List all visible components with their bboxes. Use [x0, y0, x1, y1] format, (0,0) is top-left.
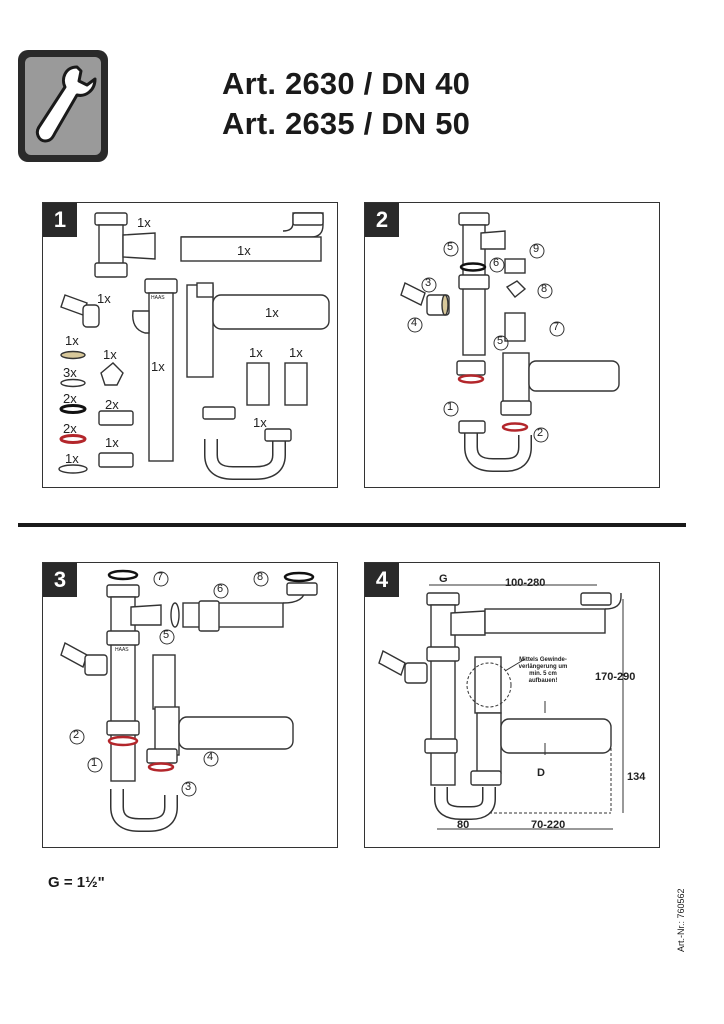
brand-mark: HAAS	[115, 647, 129, 653]
step-4-panel: 4	[364, 562, 660, 848]
logo-badge	[18, 50, 108, 162]
callout-4: 4	[411, 317, 418, 329]
dimension-g: G	[439, 573, 448, 585]
qty-long-pipe: 1x	[237, 243, 251, 258]
callout-7: 7	[157, 571, 164, 583]
qty-sleeve-a: 1x	[249, 345, 263, 360]
step-4-dimension-drawing	[378, 584, 624, 830]
qty-o-ring-black: 2x	[63, 391, 77, 406]
qty-o-ring-nuts: 2x	[105, 397, 119, 412]
step-2-panel: 2 5	[364, 202, 660, 488]
callout-2: 2	[537, 427, 544, 439]
callout-7: 7	[553, 321, 560, 333]
qty-valve: 1x	[103, 347, 117, 362]
note-line-2: verlängerung um	[518, 664, 568, 670]
qty-flat-washer: 1x	[65, 333, 79, 348]
qty-washer-3x: 3x	[63, 365, 77, 380]
dimension-height-range: 170-290	[595, 671, 636, 683]
section-divider	[18, 523, 686, 527]
qty-trap: 1x	[253, 415, 267, 430]
callout-9: 9	[533, 243, 540, 255]
brand-mark: HAAS	[151, 295, 165, 301]
article-number: Art.-Nr.: 760562	[676, 888, 686, 952]
extension-note: Mittels Gewinde- verlängerung um min. 5 …	[515, 657, 571, 685]
callout-1: 1	[447, 401, 454, 413]
qty-rubber-ring: 1x	[65, 451, 79, 466]
callout-6: 6	[217, 583, 224, 595]
qty-sleeve-b: 1x	[289, 345, 303, 360]
dimension-d: D	[537, 767, 545, 779]
qty-tee-pipe: 1x	[265, 305, 279, 320]
qty-hose-adapter: 1x	[97, 291, 111, 306]
dimension-bottom-span: 70-220	[531, 819, 566, 831]
title-line-2: Art. 2635 / DN 50	[222, 106, 471, 141]
thread-size-formula: G = 1½"	[48, 874, 105, 891]
callout-5-bottom: 5	[497, 335, 504, 347]
step-1-panel: 1	[42, 202, 338, 488]
callout-3: 3	[185, 781, 192, 793]
step-number-badge: 4	[365, 563, 399, 597]
dimension-left-span: 80	[457, 819, 470, 831]
step-1-parts-drawing	[58, 212, 330, 480]
title-line-1: Art. 2630 / DN 40	[222, 66, 471, 101]
note-line-1: Mittels Gewinde-	[519, 657, 567, 663]
step-3-assembly-drawing	[60, 569, 318, 832]
dimension-height-low: 134	[627, 771, 646, 783]
callout-8: 8	[541, 283, 548, 295]
qty-tube: 1x	[151, 359, 165, 374]
step-number-badge: 3	[43, 563, 77, 597]
callout-2: 2	[73, 729, 80, 741]
step-2-assembly-drawing	[400, 212, 620, 472]
dimension-top-span: 100-280	[505, 577, 546, 589]
callout-5: 5	[163, 629, 170, 641]
step-3-panel: 3	[42, 562, 338, 848]
qty-nut: 1x	[105, 435, 119, 450]
step-number-badge: 2	[365, 203, 399, 237]
qty-o-ring-red: 2x	[63, 421, 77, 436]
callout-3: 3	[425, 277, 432, 289]
callout-4: 4	[207, 751, 214, 763]
wrench-icon	[25, 57, 101, 155]
qty-tee: 1x	[137, 215, 151, 230]
callout-8: 8	[257, 571, 264, 583]
callout-6: 6	[493, 257, 500, 269]
step-number-badge: 1	[43, 203, 77, 237]
callout-5-top: 5	[447, 241, 454, 253]
note-line-3: min. 5 cm aufbauen!	[528, 671, 558, 684]
callout-1: 1	[91, 757, 98, 769]
